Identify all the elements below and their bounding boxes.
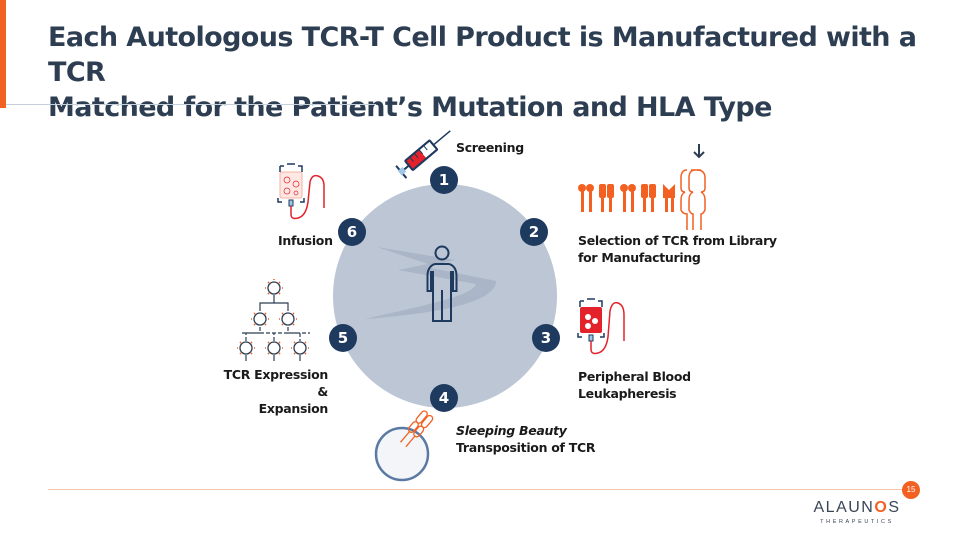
- step-5-label-line-2: Expansion: [258, 401, 329, 416]
- step-1-badge: 1: [430, 166, 458, 194]
- step-3-badge: 3: [532, 324, 560, 352]
- step-5-label-line-1: TCR Expression &: [223, 367, 329, 399]
- logo-name-suffix: S: [888, 499, 901, 516]
- step-4-badge: 4: [430, 384, 458, 412]
- footer-divider: [48, 489, 903, 490]
- title-line-2: Matched for the Patient’s Mutation and H…: [48, 92, 772, 123]
- step-5-badge: 5: [329, 324, 357, 352]
- syringe-icon: [395, 130, 451, 179]
- logo-wordmark: ALAUNOS: [812, 500, 902, 516]
- step-4-label-line-2: Transposition of TCR: [456, 440, 596, 455]
- person-icon: [426, 245, 458, 322]
- logo-tagline: THERAPEUTICS: [820, 519, 894, 525]
- cycle-hub: [333, 184, 557, 408]
- step-3-label: Peripheral Blood Leukapheresis: [578, 368, 691, 402]
- step-2-badge: 2: [520, 218, 548, 246]
- step-3-label-line-1: Peripheral Blood: [578, 369, 691, 384]
- step-2-label: Selection of TCR from Library for Manufa…: [578, 232, 777, 266]
- down-arrow-icon: [693, 144, 705, 159]
- step-5-label: TCR Expression & Expansion: [214, 366, 329, 417]
- infusion-bag-icon: [277, 163, 325, 220]
- step-2-label-line-2: for Manufacturing: [578, 250, 701, 265]
- step-6-badge: 6: [338, 218, 366, 246]
- step-2-label-line-1: Selection of TCR from Library: [578, 233, 777, 248]
- blood-bag-icon: [577, 298, 625, 355]
- title-divider: [6, 104, 376, 105]
- accent-bar: [0, 0, 6, 108]
- step-3-label-line-2: Leukapheresis: [578, 386, 677, 401]
- step-6-label: Infusion: [278, 233, 333, 248]
- page-title: Each Autologous TCR-T Cell Product is Ma…: [48, 20, 928, 125]
- step-1-label: Screening: [456, 140, 524, 155]
- company-logo: ALAUNOS THERAPEUTICS: [812, 500, 902, 526]
- cell-transposition-icon: [374, 410, 434, 482]
- logo-name-o: O: [874, 499, 889, 516]
- logo-name-prefix: ALAUN: [813, 499, 875, 516]
- title-line-1: Each Autologous TCR-T Cell Product is Ma…: [48, 22, 917, 88]
- swoosh-graphic: [365, 247, 496, 319]
- step-4-label: Sleeping Beauty Transposition of TCR: [456, 422, 595, 456]
- cell-expansion-icon: [237, 279, 310, 361]
- step-4-label-italic: Sleeping Beauty: [456, 423, 567, 438]
- tcr-library-icon: [578, 169, 706, 230]
- page-number: 15: [902, 481, 920, 499]
